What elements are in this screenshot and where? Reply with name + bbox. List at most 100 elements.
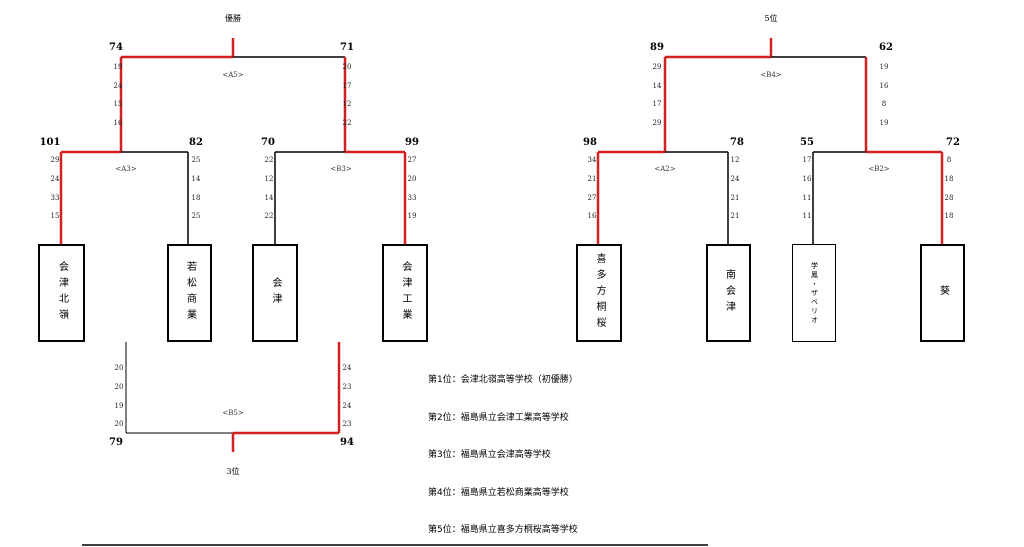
semi-b3-left-q2: 12 bbox=[264, 175, 274, 183]
fifth-right-q2: 16 bbox=[879, 82, 889, 90]
semi-b3-match-label: <B3> bbox=[330, 165, 352, 173]
semi-b3-left-q3: 14 bbox=[264, 194, 274, 202]
semi-a3-left-q2: 24 bbox=[50, 175, 60, 183]
final-left-total: 74 bbox=[109, 42, 123, 53]
third-left-q4: 20 bbox=[114, 420, 124, 428]
b2-right-q3: 28 bbox=[944, 194, 954, 202]
ranking-4: 第4位：福島県立若松商業高等学校 bbox=[428, 488, 569, 498]
semi-a3-left-q1: 29 bbox=[50, 156, 60, 164]
a2-right-q1: 12 bbox=[730, 156, 740, 164]
a2-right-total: 78 bbox=[730, 137, 744, 148]
third-left-q3: 19 bbox=[114, 402, 124, 410]
team-box-gakuho-zephyrio: 学鳳・ザベリオ bbox=[792, 244, 836, 342]
fifth-left-q2: 14 bbox=[652, 82, 662, 90]
semi-a3-right-q2: 14 bbox=[191, 175, 201, 183]
first-round-a2-lines bbox=[596, 150, 729, 244]
ranking-2: 第2位：福島県立会津工業高等学校 bbox=[428, 413, 569, 423]
third-place-lines bbox=[125, 342, 341, 452]
team-box-aizu-kogyo: 会津工業 bbox=[382, 244, 428, 342]
semi-b3-left-q4: 22 bbox=[264, 212, 274, 220]
team-name: 若松商業 bbox=[184, 261, 196, 325]
b2-left-q3: 11 bbox=[802, 194, 812, 202]
semi-b3-right-total: 99 bbox=[405, 137, 419, 148]
b2-right-q4: 18 bbox=[944, 212, 954, 220]
semi-a3-right-total: 82 bbox=[189, 137, 203, 148]
semi-a3-lines bbox=[59, 150, 189, 244]
final-match-label: <A5> bbox=[222, 71, 244, 79]
fifth-left-total: 89 bbox=[650, 42, 664, 53]
third-left-total: 79 bbox=[109, 437, 123, 448]
team-name: 会津工業 bbox=[400, 261, 411, 325]
a2-left-q4: 16 bbox=[587, 212, 597, 220]
fifth-right-q4: 19 bbox=[879, 119, 889, 127]
third-right-q3: 24 bbox=[342, 402, 352, 410]
third-left-q1: 20 bbox=[114, 364, 124, 372]
team-name: 南会津 bbox=[723, 269, 735, 317]
team-box-kitakata-tooh: 喜多方桐桜 bbox=[576, 244, 622, 342]
final-title: 優勝 bbox=[225, 14, 241, 23]
final-right-q2: 17 bbox=[342, 82, 352, 90]
semi-b3-right-q2: 20 bbox=[407, 175, 417, 183]
fifth-left-q3: 17 bbox=[652, 100, 662, 108]
team-name: 会津 bbox=[270, 277, 281, 309]
b2-left-q2: 16 bbox=[802, 175, 812, 183]
semi-b3-lines bbox=[274, 150, 407, 244]
a2-left-q2: 21 bbox=[587, 175, 597, 183]
semi-a3-left-q4: 15 bbox=[50, 212, 60, 220]
semi-b3-right-q1: 27 bbox=[407, 156, 417, 164]
team-box-aizu-hokurei: 会津北嶺 bbox=[38, 244, 85, 342]
first-round-b2-lines bbox=[812, 150, 944, 244]
final-left-q1: 19 bbox=[113, 63, 123, 71]
third-right-q1: 24 bbox=[342, 364, 352, 372]
third-left-q2: 20 bbox=[114, 383, 124, 391]
semi-b3-right-q4: 19 bbox=[407, 212, 417, 220]
final-left-q3: 15 bbox=[113, 100, 123, 108]
third-title: 3位 bbox=[226, 467, 240, 476]
third-right-total: 94 bbox=[340, 437, 354, 448]
fifth-match-label: <B4> bbox=[760, 71, 782, 79]
b2-left-q4: 11 bbox=[802, 212, 812, 220]
b2-right-total: 72 bbox=[946, 137, 960, 148]
fifth-left-q1: 29 bbox=[652, 63, 662, 71]
b2-right-q2: 18 bbox=[944, 175, 954, 183]
third-match-label: <B5> bbox=[222, 409, 244, 417]
semi-a3-right-q4: 25 bbox=[191, 212, 201, 220]
fifth-right-q3: 8 bbox=[881, 100, 887, 108]
a2-left-total: 98 bbox=[583, 137, 597, 148]
final-right-q3: 12 bbox=[342, 100, 352, 108]
team-name: 喜多方桐桜 bbox=[594, 253, 605, 333]
team-box-aizu: 会津 bbox=[252, 244, 298, 342]
fifth-right-q1: 19 bbox=[879, 63, 889, 71]
fifth-place-lines bbox=[663, 38, 868, 152]
ranking-1: 第1位：会津北嶺高等学校（初優勝） bbox=[428, 375, 578, 385]
final-left-q2: 24 bbox=[113, 82, 123, 90]
fifth-title: 5位 bbox=[764, 14, 778, 23]
semi-a3-right-q1: 25 bbox=[191, 156, 201, 164]
semi-b3-left-q1: 22 bbox=[264, 156, 274, 164]
team-name: 会津北嶺 bbox=[56, 261, 68, 325]
final-lines bbox=[119, 38, 347, 152]
fifth-right-total: 62 bbox=[879, 42, 893, 53]
team-box-minami-aizu: 南会津 bbox=[706, 244, 751, 342]
a2-right-q3: 21 bbox=[730, 194, 740, 202]
third-right-q4: 23 bbox=[342, 420, 352, 428]
team-name: 葵 bbox=[937, 285, 949, 301]
team-name: 学鳳・ザベリオ bbox=[810, 261, 819, 325]
final-left-q4: 16 bbox=[113, 119, 123, 127]
semi-a3-left-q3: 33 bbox=[50, 194, 60, 202]
team-box-wakamatsu-shogyo: 若松商業 bbox=[167, 244, 212, 342]
ranking-3: 第3位：福島県立会津高等学校 bbox=[428, 450, 551, 460]
semi-b3-left-total: 70 bbox=[261, 137, 275, 148]
final-right-total: 71 bbox=[340, 42, 354, 53]
fifth-left-q4: 29 bbox=[652, 119, 662, 127]
a2-left-q3: 27 bbox=[587, 194, 597, 202]
semi-a3-right-q3: 18 bbox=[191, 194, 201, 202]
final-right-q1: 20 bbox=[342, 63, 352, 71]
a2-right-q2: 24 bbox=[730, 175, 740, 183]
third-right-q2: 23 bbox=[342, 383, 352, 391]
semi-b3-right-q3: 33 bbox=[407, 194, 417, 202]
a2-match-label: <A2> bbox=[654, 165, 676, 173]
b2-right-q1: 8 bbox=[946, 156, 952, 164]
